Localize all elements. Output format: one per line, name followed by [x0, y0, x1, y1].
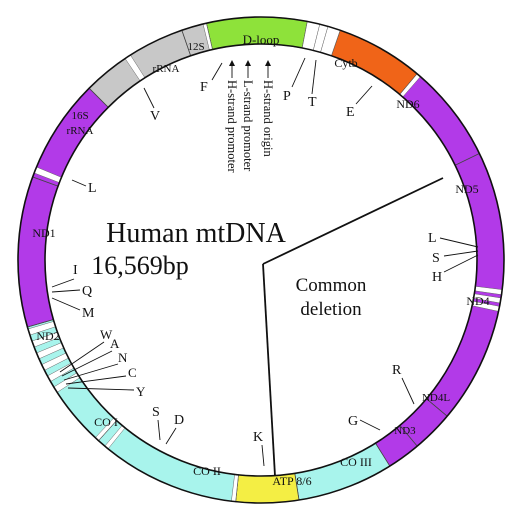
deletion-line-atp — [262, 263, 276, 477]
trna-leader-y — [67, 387, 135, 391]
trna-label-d: D — [174, 413, 184, 428]
gene-labels: D-loop Cytb ND6 ND5 ND4 ND4L ND3 CO III … — [32, 32, 489, 488]
segment-nd6 — [399, 73, 480, 166]
l-strand-promoter-label: L-strand promoter — [241, 80, 255, 172]
gene-label-nd1: ND1 — [32, 226, 55, 240]
trna-label-t: T — [308, 95, 317, 110]
trna-label-c: C — [128, 365, 137, 380]
gene-label-atp8-6: ATP 8/6 — [272, 474, 311, 488]
trna-label-s2: S — [432, 251, 440, 266]
trna-leader-a — [61, 350, 113, 377]
trna-label-v: V — [150, 109, 160, 124]
gene-label-co-ii: CO II — [193, 464, 221, 478]
trna-leader-n — [63, 363, 119, 381]
trna-label-y: Y — [136, 384, 146, 399]
gene-label-co-i: CO I — [94, 415, 118, 429]
diagram-title: Human mtDNA — [106, 218, 286, 249]
trna-label-l2: L — [428, 231, 437, 246]
trna-label-p: P — [283, 89, 291, 104]
gene-label-nd2: ND2 — [36, 329, 59, 343]
h-promoter-arrowhead — [229, 60, 235, 66]
trna-leader-i — [51, 278, 75, 288]
genome-size: 16,569bp — [91, 251, 189, 280]
trna-leader-c — [65, 375, 127, 385]
trna-leader-s2 — [443, 250, 479, 257]
trna-leader-d — [165, 427, 177, 445]
trna-leader-v — [143, 87, 155, 109]
l-promoter-arrowhead — [245, 60, 251, 66]
trna-leader-e — [355, 85, 373, 105]
trna-label-q: Q — [82, 284, 92, 299]
trna-label-s1: S — [152, 405, 160, 420]
segment-co-iii — [294, 442, 391, 501]
trna-leader-r — [401, 377, 415, 405]
segment-nd2 — [17, 176, 59, 328]
gene-label-nd4: ND4 — [466, 294, 489, 308]
outer-ring — [17, 16, 505, 504]
promoter-markers: H-strand origin L-strand promoter H-stra… — [225, 60, 275, 174]
trna-leader-k — [261, 444, 265, 467]
trna-label-e: E — [346, 105, 355, 120]
trna-leader-q — [51, 289, 81, 293]
trna-leader-f — [211, 62, 223, 81]
trna-leader-l2 — [439, 237, 479, 248]
trna-label-l1: L — [88, 181, 97, 196]
gene-label-co-iii: CO III — [340, 455, 372, 469]
trna-leader-l1 — [71, 179, 87, 187]
gene-label-cytb: Cytb — [334, 56, 357, 70]
h-strand-origin-label: H-strand origin — [261, 80, 275, 157]
trna-label-i: I — [73, 263, 78, 278]
trna-leader-g — [359, 419, 381, 431]
trna-label-m: M — [82, 306, 95, 321]
deletion-line-nd5 — [262, 177, 444, 265]
gene-label-d-loop: D-loop — [243, 32, 280, 47]
trna-leader-t — [311, 59, 317, 95]
trna-leader-w — [59, 341, 105, 373]
trna-leader-p — [291, 57, 306, 88]
h-origin-arrowhead — [265, 60, 271, 66]
trna-label-g: G — [348, 414, 358, 429]
trna-label-n: N — [118, 350, 128, 365]
trna-label-f: F — [200, 80, 208, 95]
trna-leader-m — [51, 297, 81, 311]
trna-label-r: R — [392, 363, 402, 378]
gene-label-nd3: ND3 — [394, 425, 416, 437]
trna-label-a: A — [110, 336, 120, 351]
trna-label-k: K — [253, 430, 263, 445]
trna-label-w: W — [100, 327, 113, 342]
trna-label-h: H — [432, 270, 442, 285]
gene-label-nd4l: ND4L — [422, 392, 450, 404]
trna-leader-s1 — [157, 419, 161, 441]
inner-ring — [44, 43, 478, 477]
h-strand-promoter-label: H-strand promoter — [225, 80, 239, 174]
gene-label-nd5: ND5 — [455, 182, 478, 196]
trna-leader-h — [443, 254, 479, 273]
trna-labels: F V L I Q M W A N C Y S D K G R H S L — [51, 57, 479, 467]
gene-label-nd6: ND6 — [396, 97, 419, 111]
